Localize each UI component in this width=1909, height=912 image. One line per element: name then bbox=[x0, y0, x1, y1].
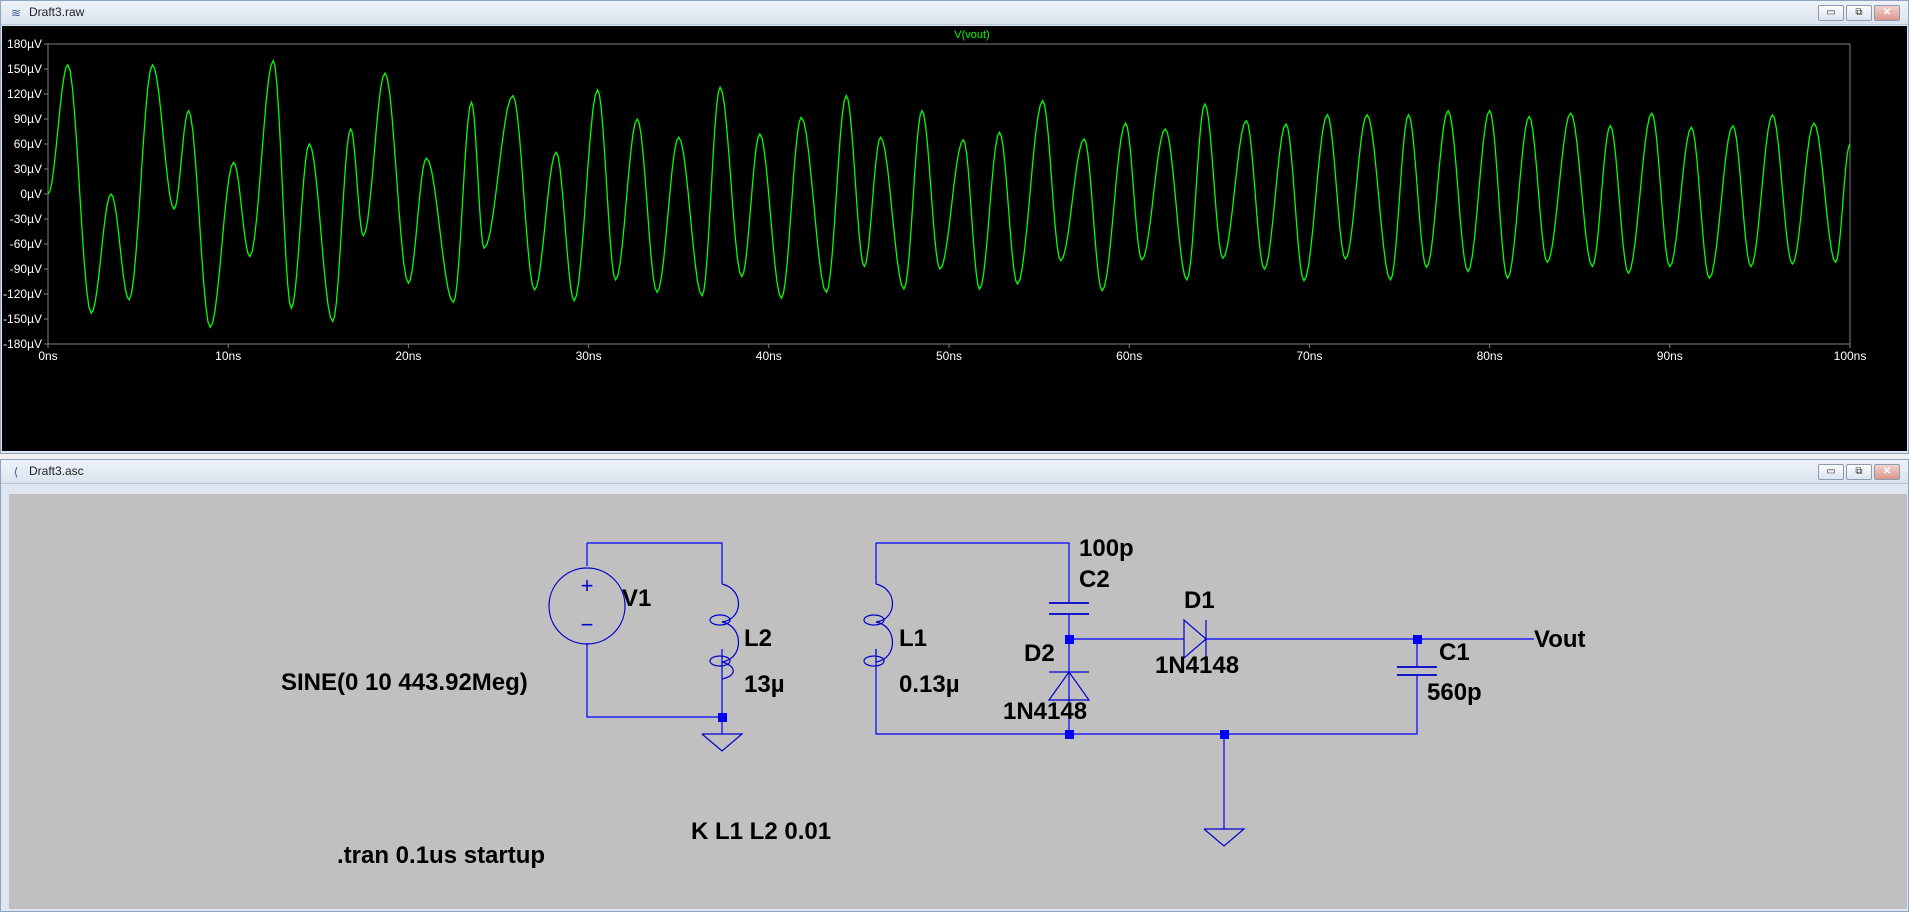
capacitor-c2[interactable] bbox=[1049, 602, 1089, 615]
waveform-file-icon: ≋ bbox=[10, 6, 22, 20]
wires bbox=[586, 542, 1534, 829]
diode-d2[interactable] bbox=[1047, 670, 1091, 701]
l2-value[interactable]: 13µ bbox=[744, 671, 785, 698]
y-tick-label: 60µV bbox=[14, 137, 42, 151]
tran-directive[interactable]: .tran 0.1us startup bbox=[337, 842, 545, 869]
trace-vout bbox=[47, 58, 1851, 329]
close-button[interactable]: ✕ bbox=[1874, 5, 1900, 21]
y-tick-label: -30µV bbox=[10, 212, 42, 226]
schematic-drawing[interactable]: + − bbox=[9, 494, 1907, 909]
x-tick-label: 20ns bbox=[395, 349, 421, 363]
x-tick-label: 70ns bbox=[1296, 349, 1322, 363]
l1-label[interactable]: L1 bbox=[899, 625, 927, 652]
l1-value[interactable]: 0.13µ bbox=[899, 671, 960, 698]
minimize-button[interactable]: ▭ bbox=[1818, 464, 1844, 480]
ground-symbol-2[interactable] bbox=[1203, 828, 1246, 847]
d2-model[interactable]: 1N4148 bbox=[1003, 698, 1087, 725]
restore-button[interactable]: ⧉ bbox=[1846, 464, 1872, 480]
plus-sign: + bbox=[581, 573, 594, 598]
schematic-window-titlebar[interactable]: ⟨ Draft3.asc ▭ ⧉ ✕ bbox=[1, 460, 1908, 484]
close-button[interactable]: ✕ bbox=[1874, 464, 1900, 480]
y-tick-label: -120µV bbox=[3, 287, 42, 301]
ground-symbol-1[interactable] bbox=[701, 733, 744, 752]
trace-label[interactable]: V(vout) bbox=[954, 29, 989, 41]
x-tick-label: 30ns bbox=[576, 349, 602, 363]
y-tick-label: -60µV bbox=[10, 237, 42, 251]
inductor-l1[interactable] bbox=[863, 583, 893, 667]
v1-value[interactable]: SINE(0 10 443.92Meg) bbox=[281, 669, 528, 696]
inductor-l2[interactable] bbox=[709, 583, 739, 680]
y-tick-label: -150µV bbox=[3, 312, 42, 326]
waveform-plot[interactable]: V(vout) 180µV 150µV 120µV 90µV 60µV 30µV 0µV -3… bbox=[2, 26, 1907, 451]
l2-label[interactable]: L2 bbox=[744, 625, 772, 652]
junction-dots bbox=[718, 635, 1422, 739]
restore-button[interactable]: ⧉ bbox=[1846, 5, 1872, 21]
diode-d1[interactable] bbox=[1183, 618, 1207, 660]
minus-sign: − bbox=[581, 612, 594, 637]
c1-label[interactable]: C1 bbox=[1439, 639, 1470, 666]
waveform-window-title: Draft3.raw bbox=[29, 5, 85, 19]
voltage-source-v1[interactable]: + − bbox=[548, 567, 626, 645]
x-tick-label: 40ns bbox=[756, 349, 782, 363]
x-tick-label: 90ns bbox=[1657, 349, 1683, 363]
y-tick-label: 90µV bbox=[14, 112, 42, 126]
y-tick-label: -180µV bbox=[3, 337, 42, 351]
d1-label[interactable]: D1 bbox=[1184, 587, 1215, 614]
c2-label[interactable]: C2 bbox=[1079, 566, 1110, 593]
waveform-window-titlebar[interactable]: ≋ Draft3.raw ▭ ⧉ ✕ bbox=[1, 1, 1908, 25]
schematic-window[interactable]: ⟨ Draft3.asc ▭ ⧉ ✕ bbox=[0, 459, 1909, 912]
waveform-window[interactable]: ≋ Draft3.raw ▭ ⧉ ✕ V(vout) 180µV 150µV 120… bbox=[0, 0, 1909, 454]
schematic-file-icon: ⟨ bbox=[13, 465, 19, 479]
minimize-button[interactable]: ▭ bbox=[1818, 5, 1844, 21]
x-tick-label: 60ns bbox=[1116, 349, 1142, 363]
schematic-canvas[interactable]: + − bbox=[9, 494, 1907, 909]
capacitor-c1[interactable] bbox=[1397, 666, 1437, 676]
y-tick-label: 180µV bbox=[7, 37, 42, 51]
x-tick-label: 0ns bbox=[38, 349, 57, 363]
x-tick-label: 10ns bbox=[215, 349, 241, 363]
x-tick-label: 80ns bbox=[1477, 349, 1503, 363]
schematic-window-title: Draft3.asc bbox=[29, 464, 84, 478]
d2-label[interactable]: D2 bbox=[1024, 640, 1055, 667]
y-tick-label: 30µV bbox=[14, 162, 42, 176]
y-tick-label: 150µV bbox=[7, 62, 42, 76]
plot-pane[interactable]: V(vout) 180µV 150µV 120µV 90µV 60µV 30µV 0µV -3… bbox=[2, 26, 1907, 451]
coupling-directive[interactable]: K L1 L2 0.01 bbox=[691, 818, 831, 845]
y-tick-label: -90µV bbox=[10, 262, 42, 276]
y-tick-label: 0µV bbox=[20, 187, 42, 201]
v1-label[interactable]: V1 bbox=[622, 585, 651, 612]
x-tick-label: 50ns bbox=[936, 349, 962, 363]
x-tick-label: 100ns bbox=[1834, 349, 1867, 363]
d1-model[interactable]: 1N4148 bbox=[1155, 652, 1239, 679]
c2-value[interactable]: 100p bbox=[1079, 535, 1134, 562]
c1-value[interactable]: 560p bbox=[1427, 679, 1482, 706]
vout-net-label[interactable]: Vout bbox=[1534, 626, 1586, 653]
y-tick-label: 120µV bbox=[7, 87, 42, 101]
